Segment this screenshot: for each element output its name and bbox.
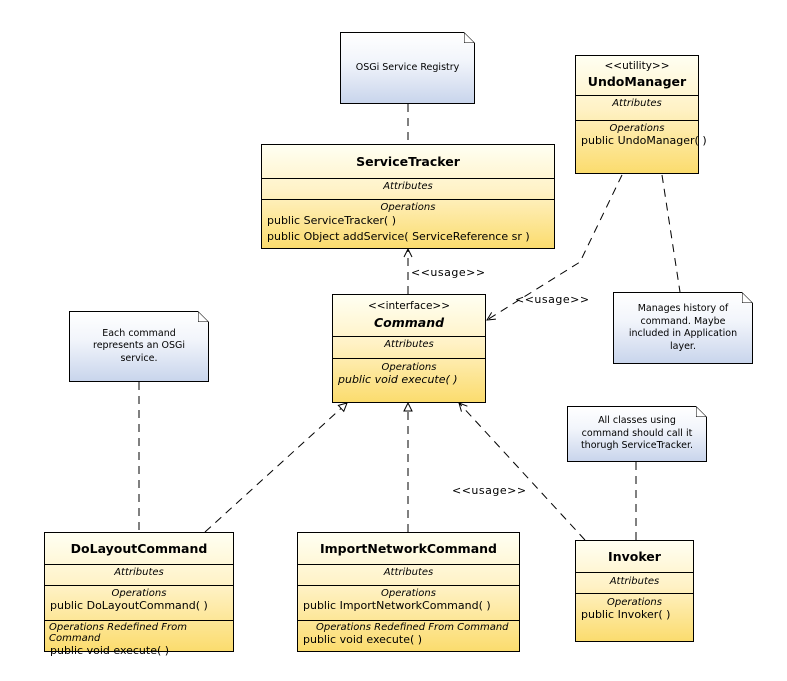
all-classes-note: All classes using command should call it… xyxy=(567,406,707,462)
invoker-class[interactable]: Invoker Attributes Operations public Inv… xyxy=(575,540,694,642)
operations-title: Operations xyxy=(111,588,167,599)
operation: public DoLayoutCommand( ) xyxy=(50,599,208,612)
attributes-title: Attributes xyxy=(383,567,434,578)
operations-compartment: Operations public void execute( ) xyxy=(333,359,485,387)
note-fold-icon xyxy=(742,292,753,303)
undo-note-link xyxy=(661,174,681,293)
class-name: UndoManager xyxy=(587,74,687,89)
undo-manager-class[interactable]: <<utility>> UndoManager Attributes Opera… xyxy=(575,55,707,174)
operation: public UndoManager( ) xyxy=(581,134,707,147)
attributes-title: Attributes xyxy=(383,181,433,192)
tracker-usage-label: <<usage>> xyxy=(411,266,486,279)
import-network-command-class[interactable]: ImportNetworkCommand Attributes Operatio… xyxy=(297,532,520,652)
operations-title: Operations xyxy=(607,597,662,608)
class-name: ImportNetworkCommand xyxy=(320,541,497,556)
operation: public void execute( ) xyxy=(338,373,458,386)
class-name: ServiceTracker xyxy=(356,154,460,169)
note-fold-icon xyxy=(696,406,707,417)
note-text: OSGi Service Registry xyxy=(355,61,460,73)
command-interface[interactable]: <<interface>> Command Attributes Operati… xyxy=(332,294,486,403)
undo-usage-dependency xyxy=(487,174,623,320)
note-fold-icon xyxy=(198,311,209,322)
each-command-note: Each command represents an OSGi service. xyxy=(69,311,209,382)
attributes-title: Attributes xyxy=(114,567,164,578)
undo-history-note: Manages history of command. Maybe includ… xyxy=(613,292,753,364)
operations-compartment: Operations public ImportNetworkCommand( … xyxy=(298,586,519,621)
note-text: Each command represents an OSGi service. xyxy=(93,327,185,364)
operations-compartment: Operations public ServiceTracker( ) publ… xyxy=(262,200,554,245)
attributes-compartment: Attributes xyxy=(576,96,698,121)
do-layout-command-class[interactable]: DoLayoutCommand Attributes Operations pu… xyxy=(44,532,234,657)
attributes-compartment: Attributes xyxy=(45,565,233,586)
note-text: All classes using command should call it… xyxy=(580,415,694,452)
redefined-title: Operations Redefined From Command xyxy=(49,622,187,644)
operations-title: Operations xyxy=(381,362,437,373)
dolayout-realization xyxy=(204,403,347,533)
operations-compartment: Operations public Invoker( ) xyxy=(576,594,693,622)
redefined-operations-compartment: Operations Redefined From Command public… xyxy=(298,621,519,647)
class-name: DoLayoutCommand xyxy=(70,541,208,556)
invoker-usage-label: <<usage>> xyxy=(452,484,527,497)
operations-title: Operations xyxy=(380,202,436,213)
operation: public ServiceTracker( ) xyxy=(267,214,397,227)
attributes-title: Attributes xyxy=(609,576,660,587)
attributes-compartment: Attributes xyxy=(298,565,519,586)
operation: public ImportNetworkCommand( ) xyxy=(303,599,491,612)
undo-usage-label: <<usage>> xyxy=(515,293,590,306)
redefined-operations-compartment: Operations Redefined From Command public… xyxy=(45,621,233,658)
attributes-compartment: Attributes xyxy=(333,337,485,359)
operations-title: Operations xyxy=(381,588,436,599)
operation: public Invoker( ) xyxy=(581,608,671,621)
operations-title: Operations xyxy=(609,123,665,134)
class-stereotype: <<interface>> xyxy=(367,300,451,312)
attributes-compartment: Attributes xyxy=(262,179,554,200)
note-fold-icon xyxy=(464,32,475,43)
attributes-compartment: Attributes xyxy=(576,573,693,594)
attributes-title: Attributes xyxy=(384,339,434,350)
class-stereotype: <<utility>> xyxy=(604,60,670,72)
class-name: Command xyxy=(373,315,445,330)
invoker-usage-dependency xyxy=(459,403,586,541)
redefined-title: Operations Redefined From Command xyxy=(316,622,509,633)
note-text: Manages history of command. Maybe includ… xyxy=(628,303,738,352)
osgi-registry-note: OSGi Service Registry xyxy=(340,32,475,104)
service-tracker-class[interactable]: ServiceTracker Attributes Operations pub… xyxy=(261,144,555,249)
attributes-title: Attributes xyxy=(612,98,662,109)
operations-compartment: Operations public UndoManager( ) xyxy=(576,121,707,148)
class-name: Invoker xyxy=(608,549,661,564)
operations-compartment: Operations public DoLayoutCommand( ) xyxy=(45,586,233,621)
operation: public Object addService( ServiceReferen… xyxy=(267,230,530,243)
operation: public void execute( ) xyxy=(303,633,423,646)
operation: public void execute( ) xyxy=(50,644,170,657)
